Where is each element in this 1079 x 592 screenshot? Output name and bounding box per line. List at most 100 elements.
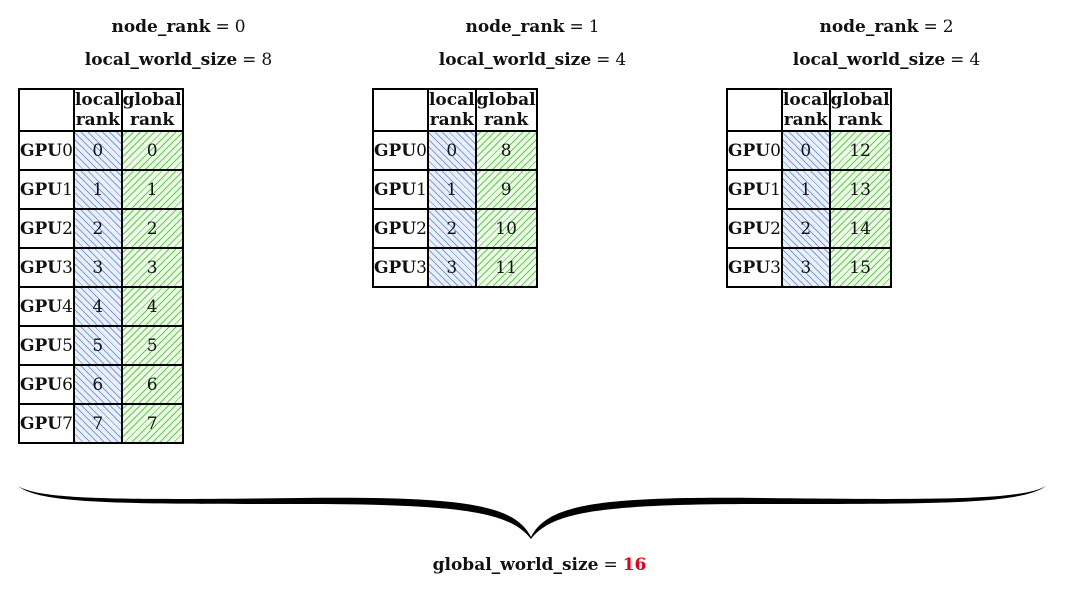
- global-world-size-label: global_world_size: [432, 555, 599, 575]
- local-world-size-value: 4: [969, 50, 981, 70]
- local-rank-cell: 5: [72, 325, 123, 366]
- global-rank-header: global rank: [474, 88, 538, 132]
- node-rank-header: node_rank=2: [726, 17, 1047, 37]
- local-rank-cell: 2: [780, 208, 831, 249]
- gpu-index: 2: [770, 218, 781, 239]
- gpu-index: 7: [62, 413, 73, 434]
- global-rank-cell: 3: [120, 247, 184, 288]
- gpu-index: 4: [62, 296, 73, 317]
- gpu-label: GPU: [20, 218, 63, 239]
- global-rank-cell: 5: [120, 325, 184, 366]
- node-rank-value: 2: [942, 17, 954, 37]
- gpu-label-cell: GPU1: [18, 169, 75, 210]
- node-rank-value: 0: [234, 17, 246, 37]
- equals-sign: =: [215, 17, 230, 37]
- local-world-size-value: 8: [261, 50, 273, 70]
- global-rank-cell: 7: [120, 403, 184, 444]
- gpu-label-cell: GPU2: [726, 208, 783, 249]
- gpu-label-cell: GPU7: [18, 403, 75, 444]
- gpu-index: 3: [416, 257, 427, 278]
- empty-corner-cell: [726, 88, 783, 132]
- local-world-size-value: 4: [615, 50, 627, 70]
- global-rank-header: global rank: [828, 88, 892, 132]
- gpu-label: GPU: [20, 296, 63, 317]
- gpu-label: GPU: [20, 257, 63, 278]
- global-rank-cell: 1: [120, 169, 184, 210]
- global-rank-cell: 14: [828, 208, 892, 249]
- gpu-index: 0: [770, 140, 781, 161]
- equals-sign: =: [603, 555, 618, 575]
- node-rank-label: node_rank: [819, 17, 919, 37]
- gpu-label-cell: GPU0: [726, 130, 783, 171]
- node-rank-header: node_rank=1: [372, 17, 693, 37]
- global-rank-cell: 11: [474, 247, 538, 288]
- gpu-label: GPU: [728, 257, 771, 278]
- local-world-size-label: local_world_size: [792, 50, 946, 70]
- gpu-index: 0: [416, 140, 427, 161]
- gpu-label-cell: GPU6: [18, 364, 75, 405]
- gpu-label-cell: GPU3: [18, 247, 75, 288]
- gpu-label-cell: GPU4: [18, 286, 75, 327]
- local-rank-cell: 1: [426, 169, 477, 210]
- local-rank-header: local rank: [780, 88, 831, 132]
- local-rank-cell: 4: [72, 286, 123, 327]
- gpu-index: 2: [62, 218, 73, 239]
- gpu-index: 3: [770, 257, 781, 278]
- gpu-index: 0: [62, 140, 73, 161]
- global-rank-cell: 10: [474, 208, 538, 249]
- local-world-size-header: local_world_size=4: [726, 50, 1047, 70]
- global-rank-cell: 4: [120, 286, 184, 327]
- global-world-size-value: 16: [622, 555, 647, 575]
- global-rank-cell: 13: [828, 169, 892, 210]
- gpu-label: GPU: [20, 179, 63, 200]
- local-rank-cell: 2: [426, 208, 477, 249]
- gpu-index: 6: [62, 374, 73, 395]
- gpu-label-cell: GPU0: [18, 130, 75, 171]
- gpu-index: 5: [62, 335, 73, 356]
- global-rank-cell: 9: [474, 169, 538, 210]
- gpu-label: GPU: [728, 140, 771, 161]
- gpu-label: GPU: [728, 218, 771, 239]
- global-rank-cell: 8: [474, 130, 538, 171]
- global-rank-cell: 0: [120, 130, 184, 171]
- local-rank-cell: 3: [72, 247, 123, 288]
- gpu-label: GPU: [20, 335, 63, 356]
- global-rank-cell: 2: [120, 208, 184, 249]
- global-rank-cell: 15: [828, 247, 892, 288]
- gpu-index: 1: [62, 179, 73, 200]
- equals-sign: =: [923, 17, 938, 37]
- gpu-index: 2: [416, 218, 427, 239]
- local-rank-cell: 1: [72, 169, 123, 210]
- curly-brace: [18, 486, 1046, 539]
- local-world-size-header: local_world_size=8: [18, 50, 339, 70]
- node-rank-label: node_rank: [111, 17, 211, 37]
- local-rank-cell: 6: [72, 364, 123, 405]
- gpu-label: GPU: [728, 179, 771, 200]
- local-rank-cell: 0: [72, 130, 123, 171]
- equals-sign: =: [242, 50, 257, 70]
- local-rank-cell: 3: [780, 247, 831, 288]
- global-world-size-summary: global_world_size=16: [0, 555, 1079, 575]
- gpu-label-cell: GPU2: [18, 208, 75, 249]
- gpu-index: 3: [62, 257, 73, 278]
- brace-shape: [18, 486, 1046, 539]
- local-rank-header: local rank: [72, 88, 123, 132]
- gpu-label: GPU: [20, 140, 63, 161]
